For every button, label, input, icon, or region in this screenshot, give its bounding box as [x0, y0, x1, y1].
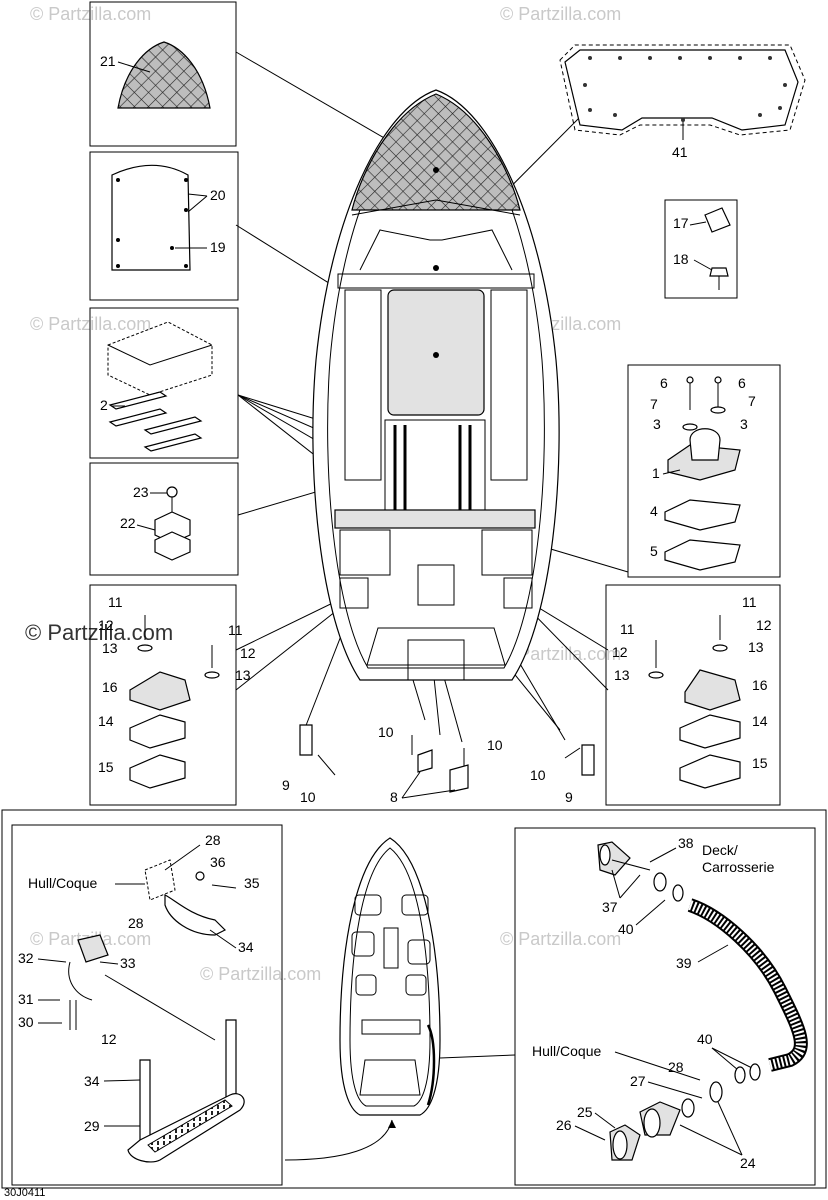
callout-16: 16 — [102, 679, 118, 695]
callout-33: 33 — [120, 955, 136, 971]
callout-6: 6 — [738, 375, 746, 391]
watermark: © Partzilla.com — [30, 314, 151, 334]
callout-25: 25 — [577, 1104, 593, 1120]
callout-28: 28 — [668, 1059, 684, 1075]
bottom-frame — [1, 809, 827, 1189]
callout-34: 34 — [238, 939, 254, 955]
callout-31: 31 — [18, 991, 34, 1007]
callout-38: 38 — [678, 835, 694, 851]
callout-4: 4 — [650, 503, 658, 519]
callout-12: 12 — [240, 645, 256, 661]
callout-24: 24 — [740, 1155, 756, 1171]
callout-12: 12 — [756, 617, 772, 633]
callout-15: 15 — [752, 755, 768, 771]
callout-19: 19 — [210, 239, 226, 255]
panel-21 — [89, 1, 237, 147]
panel-11-16-left — [89, 584, 237, 806]
callout-11: 11 — [108, 594, 123, 610]
callout-37: 37 — [602, 899, 618, 915]
panel-17-18 — [664, 199, 738, 299]
callout-20: 20 — [210, 187, 226, 203]
callout-23: 23 — [133, 484, 149, 500]
panel-22-23 — [89, 462, 239, 576]
hull-coque-left-label: Hull/Coque — [28, 875, 97, 891]
carrosserie-label: Carrosserie — [702, 859, 775, 875]
callout-2: 2 — [100, 397, 108, 413]
callout-34: 34 — [84, 1073, 100, 1089]
boat-top-view — [312, 89, 560, 681]
watermark: © Partzilla.com — [500, 4, 621, 24]
callout-28: 28 — [205, 832, 221, 848]
callout-16: 16 — [752, 677, 768, 693]
callout-12: 12 — [101, 1031, 117, 1047]
callout-36: 36 — [210, 854, 226, 870]
callout-17: 17 — [673, 215, 689, 231]
callout-28: 28 — [128, 915, 144, 931]
panel-ladder — [11, 824, 283, 1186]
callout-26: 26 — [556, 1117, 572, 1133]
diagram-code: 30J0411 — [4, 1187, 45, 1199]
callout-7: 7 — [748, 393, 756, 409]
callout-29: 29 — [84, 1118, 100, 1134]
callout-6: 6 — [660, 375, 668, 391]
hull-coque-right-label: Hull/Coque — [532, 1043, 601, 1059]
callout-21: 21 — [100, 53, 116, 69]
callout-40: 40 — [618, 921, 634, 937]
callout-14: 14 — [752, 713, 768, 729]
callout-27: 27 — [630, 1073, 646, 1089]
callout-35: 35 — [244, 875, 260, 891]
callout-3: 3 — [653, 416, 661, 432]
watermark: © Partzilla.com — [500, 929, 621, 949]
panel-hose — [514, 827, 816, 1186]
callout-3: 3 — [740, 416, 748, 432]
callout-13: 13 — [102, 640, 118, 656]
callout-11: 11 — [620, 621, 635, 637]
callout-9: 9 — [282, 777, 290, 793]
callout-12: 12 — [98, 617, 114, 633]
callout-32: 32 — [18, 950, 34, 966]
callout-18: 18 — [673, 251, 689, 267]
deck-label: Deck/ — [702, 842, 738, 858]
watermark: © Partzilla.com — [200, 964, 321, 984]
callout-30: 30 — [18, 1014, 34, 1030]
callout-39: 39 — [676, 955, 692, 971]
callout-15: 15 — [98, 759, 114, 775]
callout-7: 7 — [650, 396, 658, 412]
callout-11: 11 — [742, 594, 757, 610]
callout-10: 10 — [530, 767, 546, 783]
callout-14: 14 — [98, 713, 114, 729]
callout-10: 10 — [487, 737, 503, 753]
callout-10: 10 — [378, 724, 394, 740]
callout-13: 13 — [748, 639, 764, 655]
callout-13: 13 — [235, 667, 251, 683]
callout-10: 10 — [300, 789, 316, 805]
callout-22: 22 — [120, 515, 136, 531]
panel-19-20 — [89, 151, 239, 301]
watermark: © Partzilla.com — [30, 4, 151, 24]
callout-11: 11 — [228, 622, 243, 638]
callout-12: 12 — [612, 644, 628, 660]
watermark-main: © Partzilla.com — [25, 620, 173, 645]
watermark: © Partzilla.com — [500, 644, 621, 664]
panel-2 — [89, 307, 239, 459]
boat-small-view — [339, 837, 441, 1116]
callout-5: 5 — [650, 543, 658, 559]
panel-1-7 — [627, 364, 781, 578]
panel-11-16-right — [605, 584, 781, 806]
callout-9: 9 — [565, 789, 573, 805]
callout-13: 13 — [614, 667, 630, 683]
callout-40: 40 — [697, 1031, 713, 1047]
callout-8: 8 — [390, 789, 398, 805]
callout-41: 41 — [672, 144, 688, 160]
callout-1: 1 — [652, 465, 660, 481]
